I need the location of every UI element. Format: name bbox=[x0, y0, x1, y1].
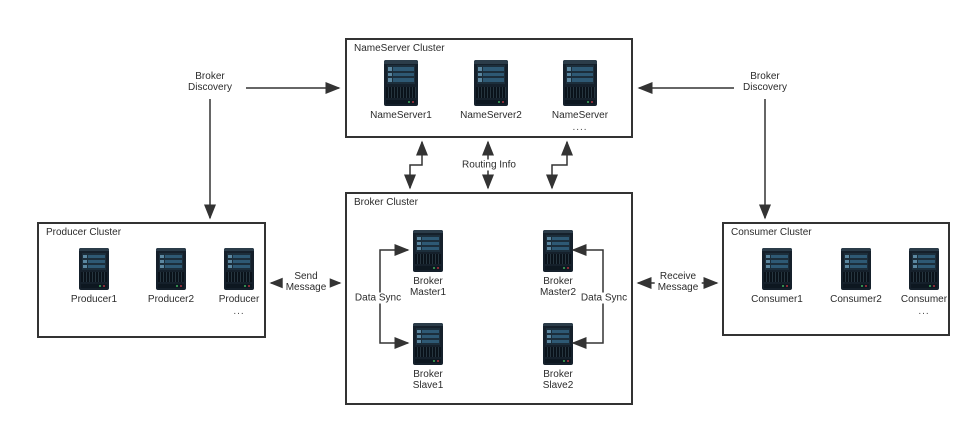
server-icon bbox=[543, 230, 573, 272]
nameserver1-node: NameServer1 bbox=[361, 60, 441, 121]
nameserver2-node: NameServer2 bbox=[451, 60, 531, 121]
broker-cluster-title: Broker Cluster bbox=[354, 197, 418, 208]
broker-discovery-right-label: Broker Discovery bbox=[740, 71, 790, 93]
broker-discovery-right-line2: Discovery bbox=[743, 82, 787, 93]
producer-cluster-box: Producer Cluster Producer1 Producer2 Pro… bbox=[37, 222, 266, 338]
nameserver-cluster-box: NameServer Cluster NameServer1 NameServe… bbox=[345, 38, 633, 138]
broker-discovery-right-line1: Broker bbox=[750, 71, 780, 82]
broker-discovery-left-line1: Broker bbox=[195, 71, 225, 82]
broker-discovery-left-line2: Discovery bbox=[188, 82, 232, 93]
nameserver-ellipsis: .... bbox=[572, 122, 588, 133]
producer1-node: Producer1 bbox=[54, 248, 134, 305]
data-sync-left-label: Data Sync bbox=[351, 292, 405, 304]
broker-slave2-label-line2: Slave2 bbox=[542, 380, 574, 391]
receive-message-label: Receive Message bbox=[654, 271, 702, 293]
receive-message-line1: Receive bbox=[659, 271, 697, 282]
broker-slave2-label-line1: Broker bbox=[543, 369, 573, 380]
nameserver1-label: NameServer1 bbox=[370, 110, 432, 121]
server-icon bbox=[762, 248, 792, 290]
receive-message-line2: Message bbox=[657, 282, 699, 293]
data-sync-right-label: Data Sync bbox=[577, 292, 631, 304]
server-icon bbox=[384, 60, 418, 106]
consumer-cluster-box: Consumer Cluster Consumer1 Consumer2 Con… bbox=[722, 222, 950, 336]
producer-n-label: Producer bbox=[218, 294, 260, 305]
nameserver-n-label: NameServer bbox=[551, 110, 609, 121]
producer-ellipsis: ... bbox=[233, 306, 245, 317]
broker-slave1-node: Broker Slave1 bbox=[388, 323, 468, 391]
send-message-label: Send Message bbox=[282, 271, 330, 293]
nameserver2-label: NameServer2 bbox=[460, 110, 522, 121]
nameserver-n-node: NameServer .... bbox=[540, 60, 620, 133]
broker-discovery-left-label: Broker Discovery bbox=[185, 71, 235, 93]
send-message-line1: Send bbox=[294, 271, 318, 282]
server-icon bbox=[909, 248, 939, 290]
nameserver-cluster-title: NameServer Cluster bbox=[354, 43, 445, 54]
consumer1-label: Consumer1 bbox=[751, 294, 803, 305]
producer2-node: Producer2 bbox=[131, 248, 211, 305]
send-message-line2: Message bbox=[285, 282, 327, 293]
broker-master1-label-line1: Broker bbox=[413, 276, 443, 287]
producer-cluster-title: Producer Cluster bbox=[46, 227, 122, 238]
server-icon bbox=[79, 248, 109, 290]
server-icon bbox=[474, 60, 508, 106]
routing-info-label: Routing Info bbox=[459, 159, 519, 171]
server-icon bbox=[156, 248, 186, 290]
producer-n-node: Producer ... bbox=[199, 248, 279, 317]
consumer-n-node: Consumer ... bbox=[884, 248, 964, 317]
consumer2-node: Consumer2 bbox=[816, 248, 896, 305]
broker-master2-label-line2: Master2 bbox=[539, 287, 577, 298]
server-icon bbox=[563, 60, 597, 106]
routing-left-arrow bbox=[404, 140, 428, 190]
consumer-n-label: Consumer bbox=[900, 294, 948, 305]
consumer-ellipsis: ... bbox=[918, 306, 930, 317]
server-icon bbox=[413, 230, 443, 272]
server-icon bbox=[543, 323, 573, 365]
server-icon bbox=[224, 248, 254, 290]
server-icon bbox=[841, 248, 871, 290]
producer1-label: Producer1 bbox=[70, 294, 118, 305]
broker-master2-node: Broker Master2 bbox=[518, 230, 598, 298]
broker-slave1-label-line1: Broker bbox=[413, 369, 443, 380]
broker-master2-label-line1: Broker bbox=[543, 276, 573, 287]
server-icon bbox=[413, 323, 443, 365]
broker-slave1-label-line2: Slave1 bbox=[412, 380, 444, 391]
broker-slave2-node: Broker Slave2 bbox=[518, 323, 598, 391]
routing-right-arrow bbox=[546, 140, 573, 190]
consumer-cluster-title: Consumer Cluster bbox=[731, 227, 812, 238]
broker-master1-label-line2: Master1 bbox=[409, 287, 447, 298]
consumer1-node: Consumer1 bbox=[737, 248, 817, 305]
broker-master1-node: Broker Master1 bbox=[388, 230, 468, 298]
consumer2-label: Consumer2 bbox=[830, 294, 882, 305]
producer2-label: Producer2 bbox=[147, 294, 195, 305]
